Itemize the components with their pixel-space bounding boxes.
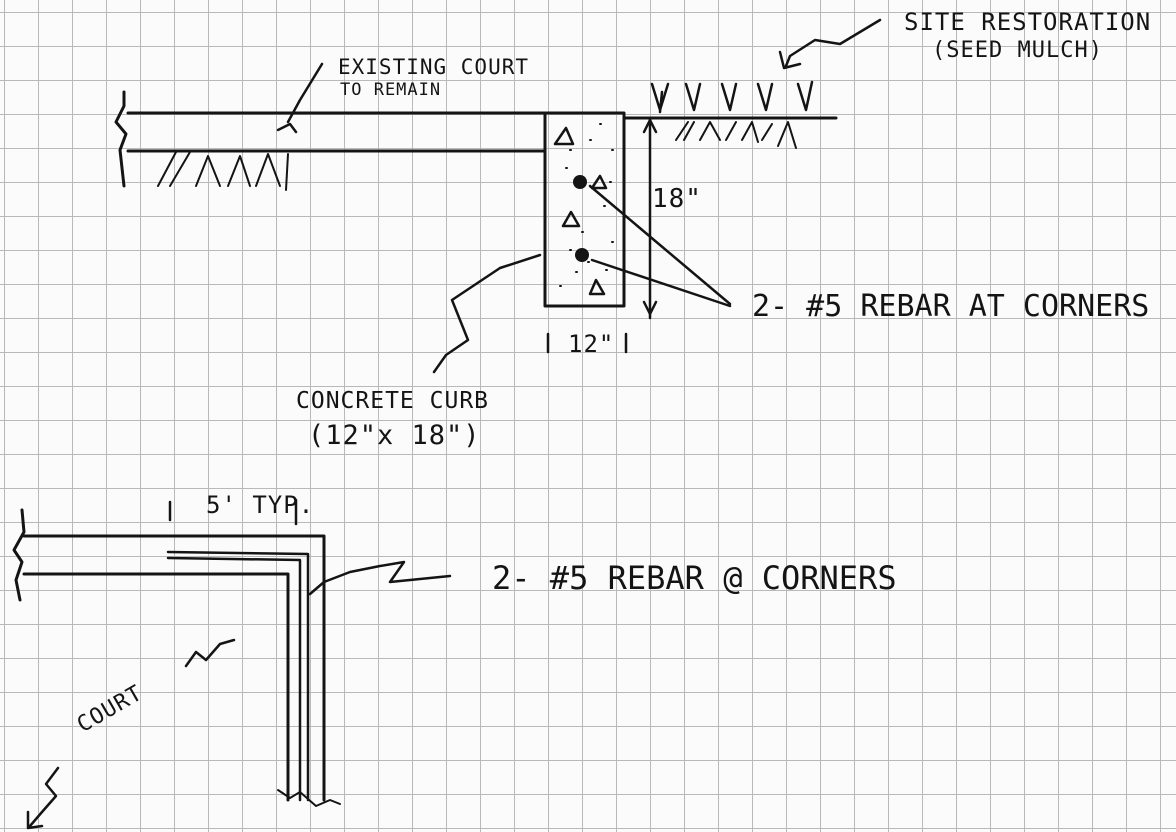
rebar-leaders-section xyxy=(588,184,732,308)
rebar-plan-label: 2- #5 REBAR @ CORNERS xyxy=(492,559,897,597)
to-remain-label: TO REMAIN xyxy=(340,80,442,100)
rebar-section-label: 2- #5 REBAR AT CORNERS xyxy=(752,289,1150,324)
spacing-typ-label: 5' TYP. xyxy=(206,491,315,519)
width-dimension-label: 12" xyxy=(568,330,615,358)
site-restoration-label: SITE RESTORATION xyxy=(904,8,1152,36)
existing-court-slab xyxy=(114,90,547,188)
curb-size-label: (12"x 18") xyxy=(308,420,481,451)
existing-court-leader xyxy=(276,62,324,134)
rebar-lines-plan xyxy=(166,550,310,802)
spacing-dimension-ticks xyxy=(168,498,298,526)
rebar-dots xyxy=(573,175,589,262)
depth-dimension xyxy=(642,118,658,320)
soil-hatch-left xyxy=(157,151,289,191)
width-dimension xyxy=(546,332,628,354)
curb-leader xyxy=(432,253,542,374)
existing-court-label: EXISTING COURT xyxy=(338,55,530,79)
concrete-curb-section xyxy=(543,111,626,308)
rebar-leader-plan xyxy=(308,560,452,596)
site-restoration-leader xyxy=(778,18,882,70)
concrete-curb-label: CONCRETE CURB xyxy=(296,388,490,414)
depth-dimension-label: 18" xyxy=(652,184,702,214)
grass-seed-marks xyxy=(650,80,814,114)
soil-hatch-right xyxy=(675,121,797,149)
seed-mulch-label: (SEED MULCH) xyxy=(932,38,1103,63)
court-leader-marks xyxy=(26,638,236,830)
